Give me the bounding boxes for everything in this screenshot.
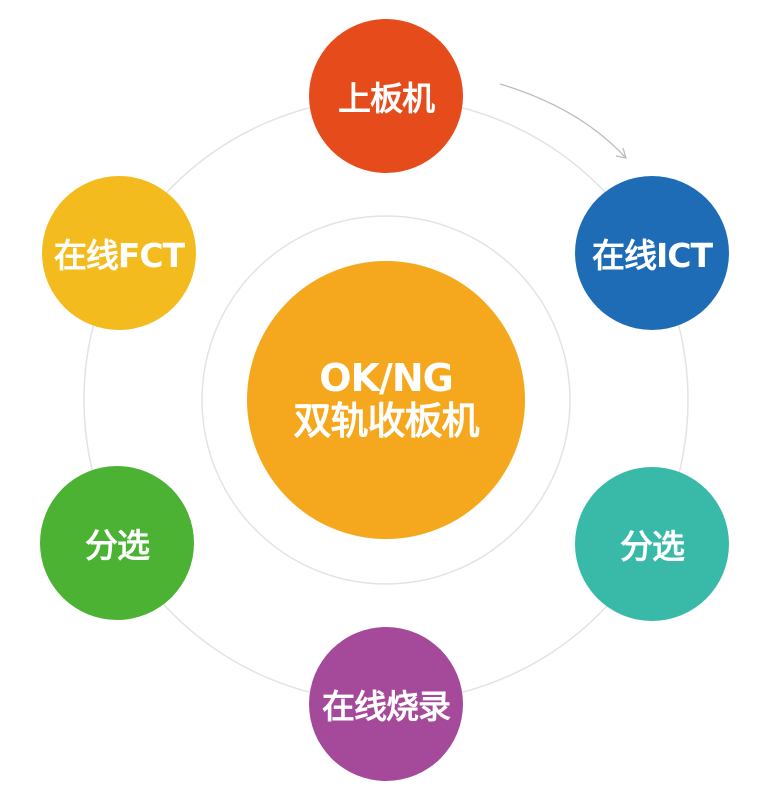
node-upper-left-fct-label: 在线FCT [53,236,185,275]
node-top-loader-label: 上板机 [338,79,435,118]
node-lower-left-sort-label: 分选 [85,526,150,565]
node-bottom-burn-label: 在线烧录 [322,687,451,726]
node-upper-right-ict: 在线ICT [575,176,729,330]
node-lower-right-sort: 分选 [575,467,729,621]
node-upper-right-ict-label: 在线ICT [591,236,713,275]
flow-arrow-head [615,147,627,159]
center-node-line2: 双轨收板机 [293,399,479,443]
node-lower-right-sort-label: 分选 [620,527,685,566]
node-top-loader: 上板机 [309,19,463,173]
node-lower-left-sort: 分选 [40,466,194,620]
center-node-line1: OK/NG [319,356,454,401]
inner-ring [201,215,571,585]
flow-arrow [499,83,627,159]
center-node: OK/NG 双轨收板机 [247,261,525,539]
node-upper-left-fct: 在线FCT [42,176,196,330]
node-bottom-burn: 在线烧录 [309,627,463,781]
